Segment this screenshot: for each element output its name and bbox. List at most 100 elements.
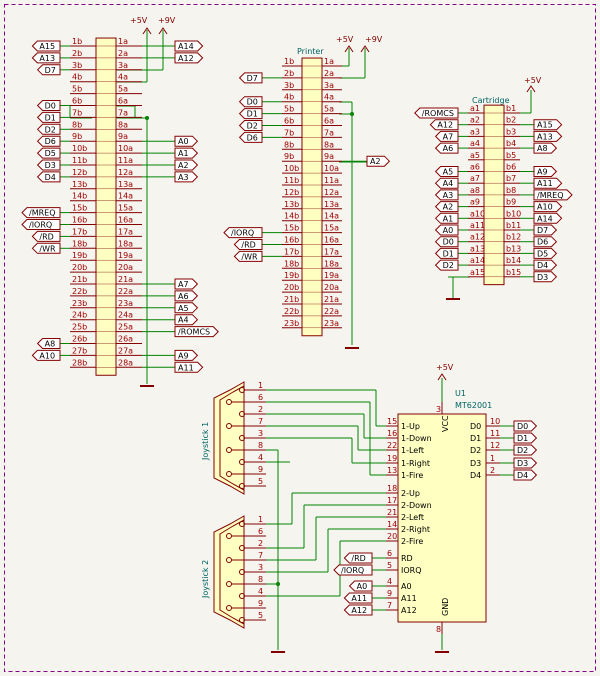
- joystick-wiring: +5V: [266, 363, 454, 653]
- cartridge-pin-number: a13: [470, 244, 485, 253]
- edge-label: A6: [178, 292, 189, 301]
- edge-pin-number: 16b: [72, 216, 87, 225]
- cartridge-pin-number: a12: [470, 233, 485, 242]
- edge-pin-number: 22a: [118, 287, 133, 296]
- ic-pin-name: A0: [401, 582, 412, 591]
- cartridge-label: D7: [537, 226, 548, 235]
- edge-label: A14: [178, 42, 194, 51]
- edge-label: A11: [178, 363, 194, 372]
- edge-label: A9: [178, 351, 189, 360]
- cartridge-label: A13: [537, 132, 553, 141]
- edge-label: A0: [178, 137, 189, 146]
- printer-pin-number: 2b: [284, 69, 294, 78]
- printer-pin-number: 10b: [284, 164, 299, 173]
- cartridge-pin-number: b8: [506, 186, 516, 195]
- printer-pin-number: 2a: [324, 69, 334, 78]
- edge-body: [95, 37, 117, 376]
- edge-pin-number: 18a: [118, 239, 133, 248]
- ic-value: MT62001: [455, 401, 492, 410]
- cartridge-label-flag: [533, 166, 558, 177]
- joystick-1-pin-number: 6: [258, 393, 263, 402]
- printer-pin-number: 14a: [324, 212, 339, 221]
- cartridge-label: D4: [537, 261, 548, 270]
- edge-pin-number: 3b: [72, 61, 82, 70]
- edge-pin-number: 6b: [72, 97, 82, 106]
- ic-pin-name: A12: [401, 606, 417, 615]
- ic-pin-number: 13: [387, 466, 397, 475]
- joystick-1-pin-number: 4: [258, 453, 263, 462]
- printer-label-flag: [233, 239, 263, 250]
- ic-pin-name: 1-Left: [401, 446, 424, 455]
- cartridge-pin-number: a2: [470, 116, 480, 125]
- ic-pin-number: 6: [387, 549, 392, 558]
- ic-net-label-flag: [343, 604, 373, 616]
- edge-label: A15: [39, 42, 55, 51]
- printer-pin-number: 16a: [324, 236, 339, 245]
- printer-pin-number: 12a: [324, 188, 339, 197]
- printer-label: D6: [247, 133, 258, 142]
- edge-label-flag: [36, 171, 61, 183]
- edge-label: A5: [178, 304, 189, 313]
- ic-pin-name: 1-Down: [401, 434, 432, 443]
- cartridge-pin-number: b10: [506, 209, 521, 218]
- ic-net-label-flag: [513, 469, 538, 481]
- cartridge-label-flag: [533, 130, 563, 142]
- edge-pin-number: 2a: [118, 49, 128, 58]
- edge-label-flag: [174, 147, 199, 159]
- cartridge-label: A5: [443, 168, 454, 177]
- ic-pin-number: 18: [387, 484, 397, 493]
- cartridge-pin-number: b6: [506, 163, 516, 172]
- edge-label: /RD: [39, 232, 53, 241]
- edge-label-flag: [21, 219, 61, 230]
- ic-net-label-flag: [343, 552, 373, 564]
- edge-pin-number: 15b: [72, 204, 87, 213]
- edge-pin-number: 16a: [118, 216, 133, 225]
- ic-pin-number: 9: [387, 589, 392, 598]
- power-9v-label: +9V: [158, 16, 176, 25]
- edge-label-flag: [174, 361, 204, 373]
- ic-pin-number: 17: [387, 496, 397, 505]
- edge-pin-number: 13b: [72, 180, 87, 189]
- printer-label: D0: [247, 98, 258, 107]
- joystick-1-pin-number: 5: [258, 477, 263, 486]
- edge-pin-number: 4a: [118, 73, 128, 82]
- edge-label: D2: [45, 125, 56, 134]
- edge-label-flag: [31, 52, 61, 64]
- printer-title: Printer: [297, 47, 324, 56]
- edge-pin-number: 14a: [118, 192, 133, 201]
- printer-pin-number: 10a: [324, 164, 339, 173]
- cartridge-pin-number: a9: [470, 198, 480, 207]
- edge-label: A1: [178, 149, 189, 158]
- cartridge-pin-number: b11: [506, 221, 521, 230]
- printer-pin-number: 6b: [284, 117, 294, 126]
- cartridge-pin-number: a1: [470, 104, 480, 113]
- ic-net-label: D3: [517, 459, 528, 468]
- ic-gnd-pin: 8: [436, 625, 441, 634]
- edge-label: A3: [178, 173, 189, 182]
- printer-pin-number: 18a: [324, 259, 339, 268]
- ic-pin-number: 5: [387, 561, 392, 570]
- printer-pin-number: 7b: [284, 128, 294, 137]
- cartridge-label: /MREQ: [537, 191, 564, 200]
- cartridge-pin-number: b5: [506, 151, 516, 160]
- printer-pin-number: 23a: [324, 319, 339, 328]
- ic-ref: U1: [455, 389, 466, 398]
- cartridge-label-flag: [434, 201, 459, 213]
- edge-label-flag: [174, 159, 199, 171]
- printer-pin-number: 18b: [284, 259, 299, 268]
- printer-label-flag: [238, 131, 263, 143]
- edge-pin-number: 6a: [118, 97, 128, 106]
- edge-pin-number: 18b: [72, 239, 87, 248]
- edge-pin-number: 10a: [118, 144, 133, 153]
- edge-pin-number: 26a: [118, 335, 133, 344]
- printer-pin-number: 6a: [324, 117, 334, 126]
- cartridge-label-flag: [429, 119, 459, 131]
- power-symbols-edge: +5V +9V: [130, 16, 176, 387]
- printer-pin-number: 1a: [324, 57, 334, 66]
- printer-label-flag: [223, 227, 263, 239]
- printer-pin-number: 3b: [284, 81, 294, 90]
- edge-label: A2: [178, 161, 189, 170]
- printer-pin-number: 22a: [324, 307, 339, 316]
